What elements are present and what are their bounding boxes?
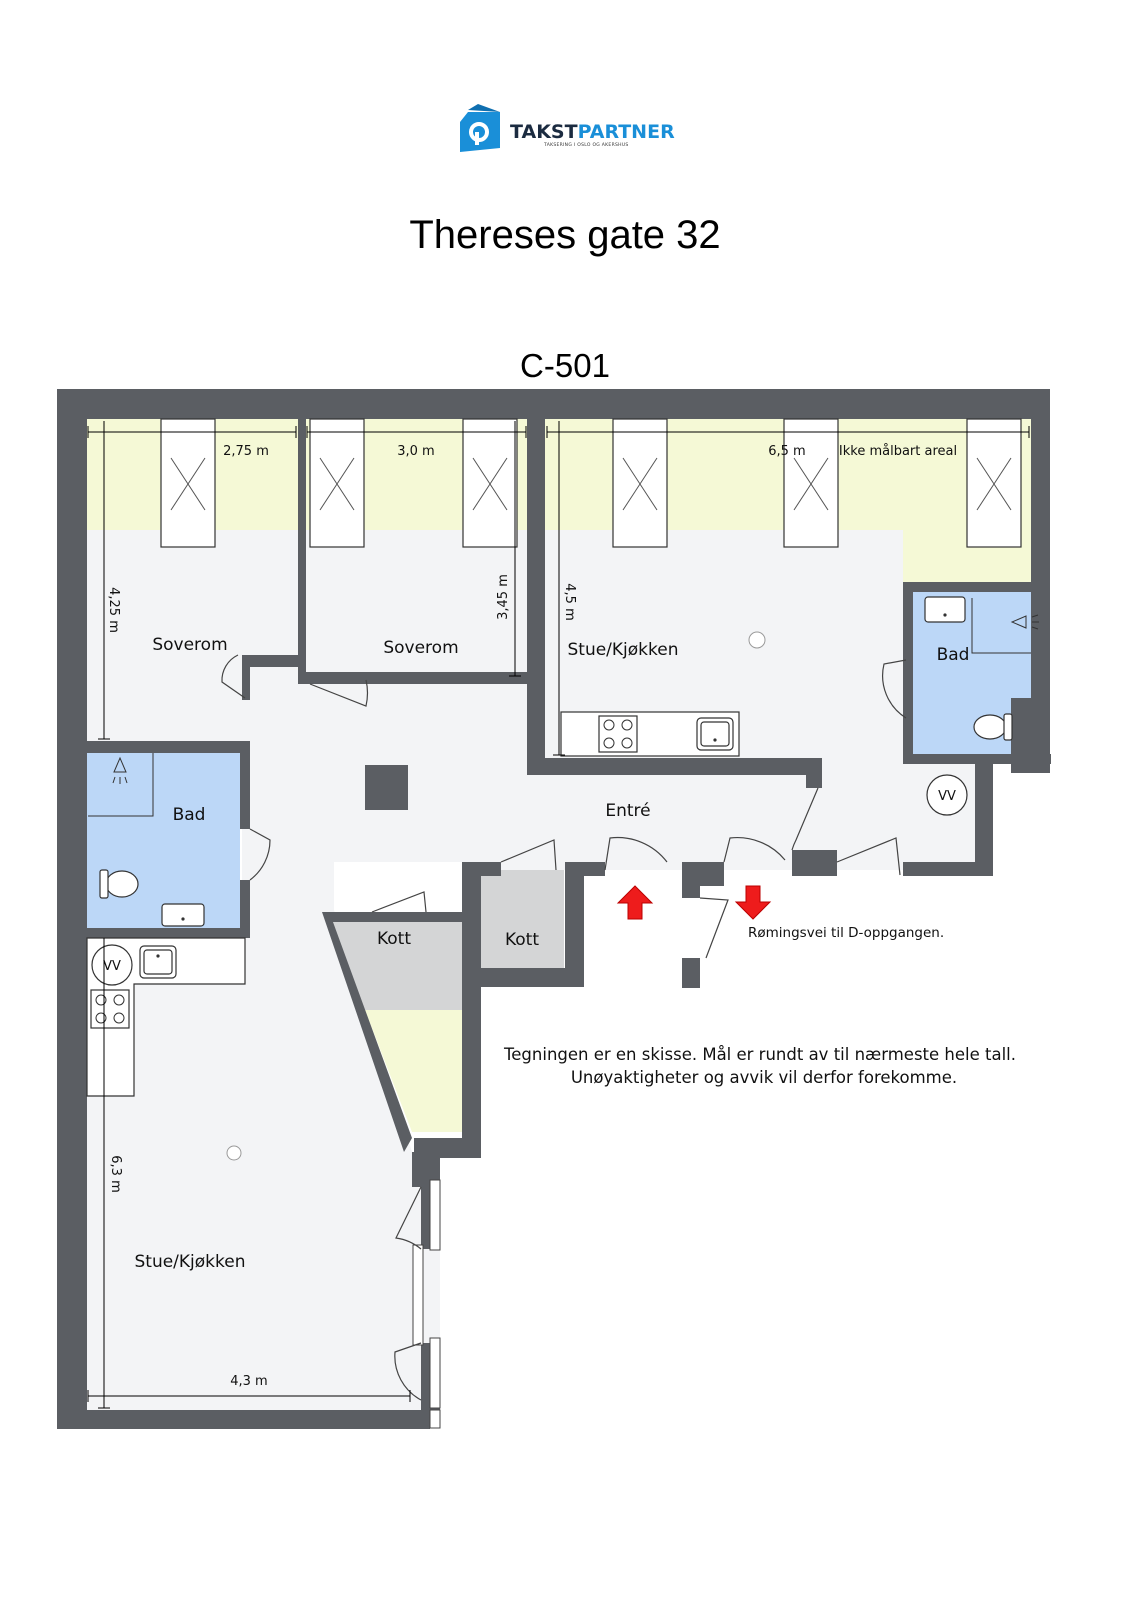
stove-icon	[598, 715, 638, 753]
takstpartner-logo: TAKSTPARTNER TAKSERING I OSLO OG AKERSHU…	[460, 104, 675, 152]
door-entrance-3-icon	[836, 837, 901, 876]
unit-number: C-501	[520, 347, 610, 384]
dim-living-top-depth: 4,5 m	[562, 583, 577, 620]
dim-living-bottom-depth: 6,3 m	[108, 1155, 123, 1192]
door-storage-2-icon	[500, 839, 557, 871]
room-label-hall: Entré	[605, 801, 650, 821]
logo-tagline: TAKSERING I OSLO OG AKERSHUS	[543, 142, 629, 148]
vv-label-bottom: VV	[103, 959, 121, 974]
dim-bedroom-1-depth: 4,25 m	[106, 587, 121, 633]
arrow-up-icon	[616, 885, 654, 920]
toilet-icon	[973, 713, 1013, 741]
escape-route-label: Rømingsvei til D-oppgangen.	[748, 925, 944, 941]
door-bath-top-icon	[882, 659, 907, 719]
room-label-storage-1: Kott	[377, 929, 411, 949]
svg-text:TAKSTPARTNER: TAKSTPARTNER	[510, 121, 675, 143]
room-label-storage-2: Kott	[505, 930, 539, 950]
door-balcony-1-icon	[395, 1186, 422, 1250]
door-bedroom-2-icon	[309, 679, 369, 707]
low-ceiling-storage	[365, 1010, 463, 1132]
skylight-icon	[783, 418, 839, 548]
door-bath-left-icon	[249, 828, 271, 881]
door-balcony-2-icon	[394, 1342, 422, 1401]
ceiling-light-icon	[748, 631, 766, 649]
ceiling-light-icon	[226, 1145, 242, 1161]
floor-storage-1	[333, 922, 463, 1010]
skylight-icon	[612, 418, 668, 548]
vv-label-top: VV	[938, 789, 956, 804]
room-label-living-bottom: Stue/Kjøkken	[134, 1252, 245, 1272]
logo-text-accent: PARTNER	[578, 121, 676, 143]
door-living-top-icon	[791, 787, 819, 851]
room-label-living-top: Stue/Kjøkken	[567, 640, 678, 660]
skylight-icon	[309, 418, 365, 548]
room-label-bedroom-1: Soverom	[152, 635, 227, 655]
dim-bedroom-1-width: 2,75 m	[223, 444, 269, 459]
shower-head-icon	[1010, 614, 1039, 630]
shower-outline	[971, 598, 1031, 654]
shower-head-icon	[112, 756, 128, 784]
room-label-bath-top: Bad	[937, 645, 970, 665]
windows-lower	[412, 1179, 441, 1429]
house-logo-icon	[460, 104, 500, 152]
water-heater-top	[926, 774, 968, 816]
skylight-icon	[462, 418, 518, 548]
door-escape-icon	[699, 897, 729, 959]
stove-icon	[90, 989, 130, 1029]
room-label-bedroom-2: Soverom	[383, 638, 458, 658]
floor-areas	[86, 418, 1031, 1410]
skylight-icon	[160, 418, 216, 548]
disclaimer-line-2: Unøyaktigheter og avvik vil derfor forek…	[571, 1068, 957, 1087]
water-heater-bottom	[91, 944, 133, 986]
dimension-lines	[87, 421, 1030, 1409]
shower-outline	[88, 753, 154, 817]
skylight-icon	[966, 418, 1022, 548]
toilet-icon	[99, 869, 139, 899]
disclaimer-line-1: Tegningen er en skisse. Mål er rundt av …	[503, 1045, 1016, 1064]
sink-icon	[696, 717, 734, 751]
door-storage-1-icon	[371, 891, 427, 913]
unmeasurable-area-label: Ikke målbart areal	[839, 444, 957, 459]
logo-text-bold: TAKST	[510, 121, 578, 143]
floor-bath-left	[86, 752, 240, 928]
sink-icon	[161, 903, 205, 927]
arrow-down-icon	[734, 885, 772, 920]
door-entrance-1-icon	[604, 836, 668, 871]
dim-bedroom-2-width: 3,0 m	[397, 444, 434, 459]
doors	[221, 654, 907, 1401]
fixtures: VV VV	[86, 596, 1039, 1161]
address-title: Thereses gate 32	[409, 213, 720, 257]
sink-icon	[924, 596, 966, 623]
skylights	[160, 418, 1022, 548]
dim-bedroom-2-depth: 3,45 m	[496, 574, 511, 620]
door-bedroom-1-icon	[221, 654, 246, 699]
room-label-bath-left: Bad	[173, 805, 206, 825]
dim-living-bottom-width: 4,3 m	[230, 1374, 267, 1389]
sink-icon	[139, 945, 177, 979]
door-entrance-2-icon	[723, 836, 786, 863]
dim-living-top-width: 6,5 m	[768, 444, 805, 459]
floor-storage-2	[481, 870, 564, 968]
floor-living-bottom	[86, 862, 440, 1410]
